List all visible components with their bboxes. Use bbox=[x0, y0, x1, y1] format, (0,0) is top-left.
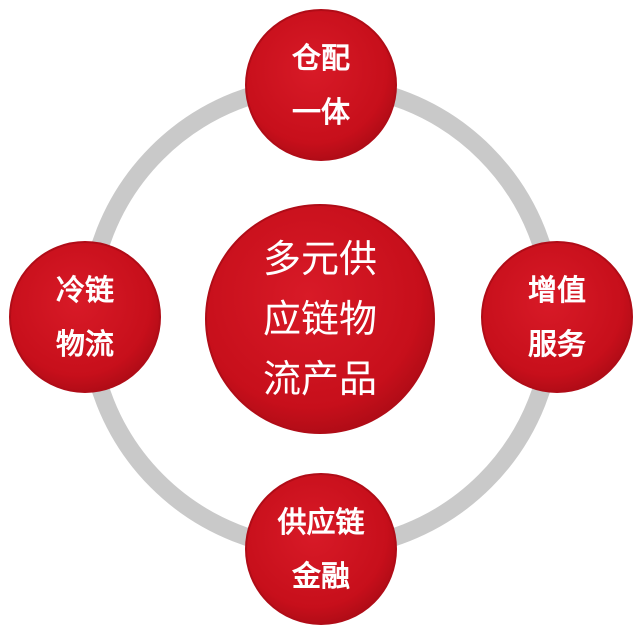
left-node: 冷链 物流 bbox=[10, 242, 160, 392]
center-node: 多元供 应链物 流产品 bbox=[206, 205, 434, 433]
center-label-line-2: 应链物 bbox=[262, 297, 377, 341]
bottom-node-label-line-2: 金融 bbox=[291, 559, 350, 593]
left-node-label-line-2: 物流 bbox=[55, 327, 114, 361]
right-node-label-line-1: 增值 bbox=[527, 273, 586, 307]
top-node-label-line-1: 仓配 bbox=[291, 41, 350, 75]
right-node-label-line-2: 服务 bbox=[527, 327, 586, 361]
center-label-line-1: 多元供 bbox=[262, 237, 377, 281]
right-node: 增值 服务 bbox=[482, 242, 632, 392]
top-node-label-line-2: 一体 bbox=[291, 95, 350, 129]
bottom-node: 供应链 金融 bbox=[246, 474, 396, 624]
center-label-line-3: 流产品 bbox=[262, 357, 377, 401]
right-node-circle bbox=[481, 241, 633, 393]
top-node: 仓配 一体 bbox=[246, 10, 396, 160]
top-node-circle bbox=[245, 9, 397, 161]
bottom-node-label-line-1: 供应链 bbox=[277, 505, 365, 539]
left-node-label-line-1: 冷链 bbox=[55, 273, 114, 307]
left-node-circle bbox=[9, 241, 161, 393]
bottom-node-circle bbox=[245, 473, 397, 625]
center-circle bbox=[205, 204, 435, 434]
